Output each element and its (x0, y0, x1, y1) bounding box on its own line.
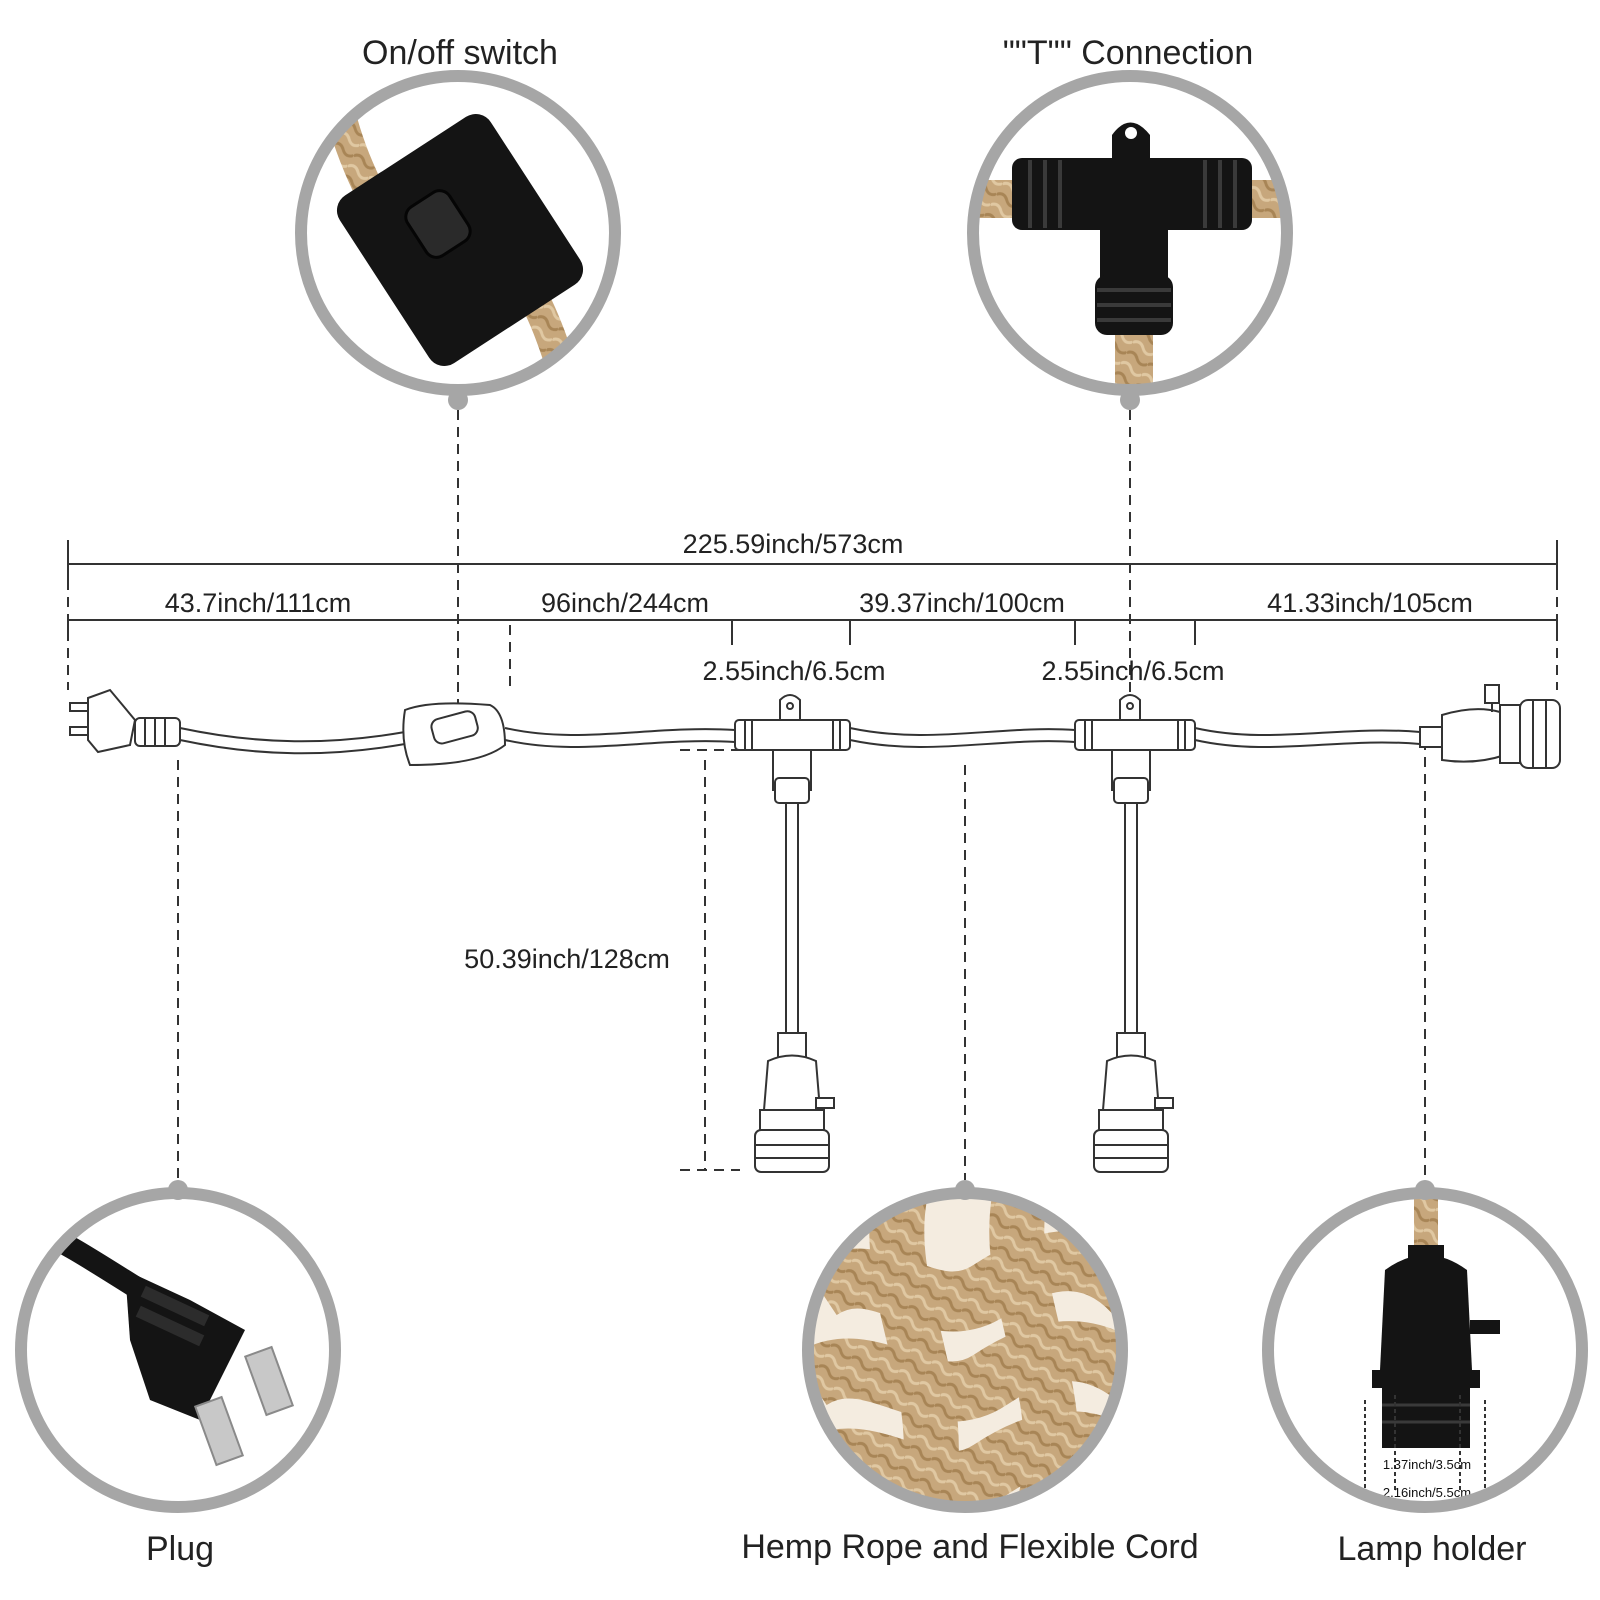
plug-outline-icon (69, 688, 181, 754)
plug-detail-circle (15, 1180, 341, 1513)
socket-inner-dim: 1.37inch/3.5cm (1383, 1457, 1471, 1472)
lamp-holder-title: Lamp holder (1337, 1530, 1526, 1568)
t-connection-title: ""T"" Connection (1003, 34, 1254, 72)
dim-drop-length: 50.39inch/128cm (464, 944, 670, 974)
plug-title: Plug (146, 1530, 214, 1568)
dim-total: 225.59inch/573cm (683, 529, 904, 559)
plug-icon (125, 1270, 295, 1467)
cord-detail-circle (802, 1180, 1128, 1513)
dim-plug-to-switch: 43.7inch/111cm (165, 588, 352, 618)
t-connector-outline-2 (1074, 694, 1196, 1173)
dim-t-width-2: 2.55inch/6.5cm (1041, 656, 1224, 686)
lamp-holder-outline-icon (1419, 684, 1561, 769)
dim-switch-to-t: 96inch/244cm (541, 588, 709, 618)
lamp-holder-detail-circle: 1.37inch/3.5cm 2.16inch/5.5cm (1262, 1180, 1588, 1513)
leader-lines (67, 410, 1558, 1180)
dim-t-width-1: 2.55inch/6.5cm (702, 656, 885, 686)
t-connector-icon (1012, 122, 1252, 335)
switch-outline-icon (402, 702, 507, 767)
lamp-socket-icon (1372, 1245, 1500, 1448)
switch-detail-circle (295, 70, 621, 410)
dim-between-t: 39.37inch/100cm (859, 588, 1065, 618)
t-connection-detail-circle (967, 70, 1293, 410)
socket-outer-dim: 2.16inch/5.5cm (1383, 1485, 1471, 1500)
switch-title: On/off switch (362, 34, 558, 72)
dim-last-t-to-end: 41.33inch/105cm (1267, 588, 1473, 618)
t-connector-outline-1 (734, 694, 851, 1173)
cord-assembly-drawing (69, 684, 1561, 1173)
cord-title: Hemp Rope and Flexible Cord (741, 1528, 1198, 1566)
dimension-lines (67, 540, 1558, 645)
switch-icon (336, 114, 584, 366)
